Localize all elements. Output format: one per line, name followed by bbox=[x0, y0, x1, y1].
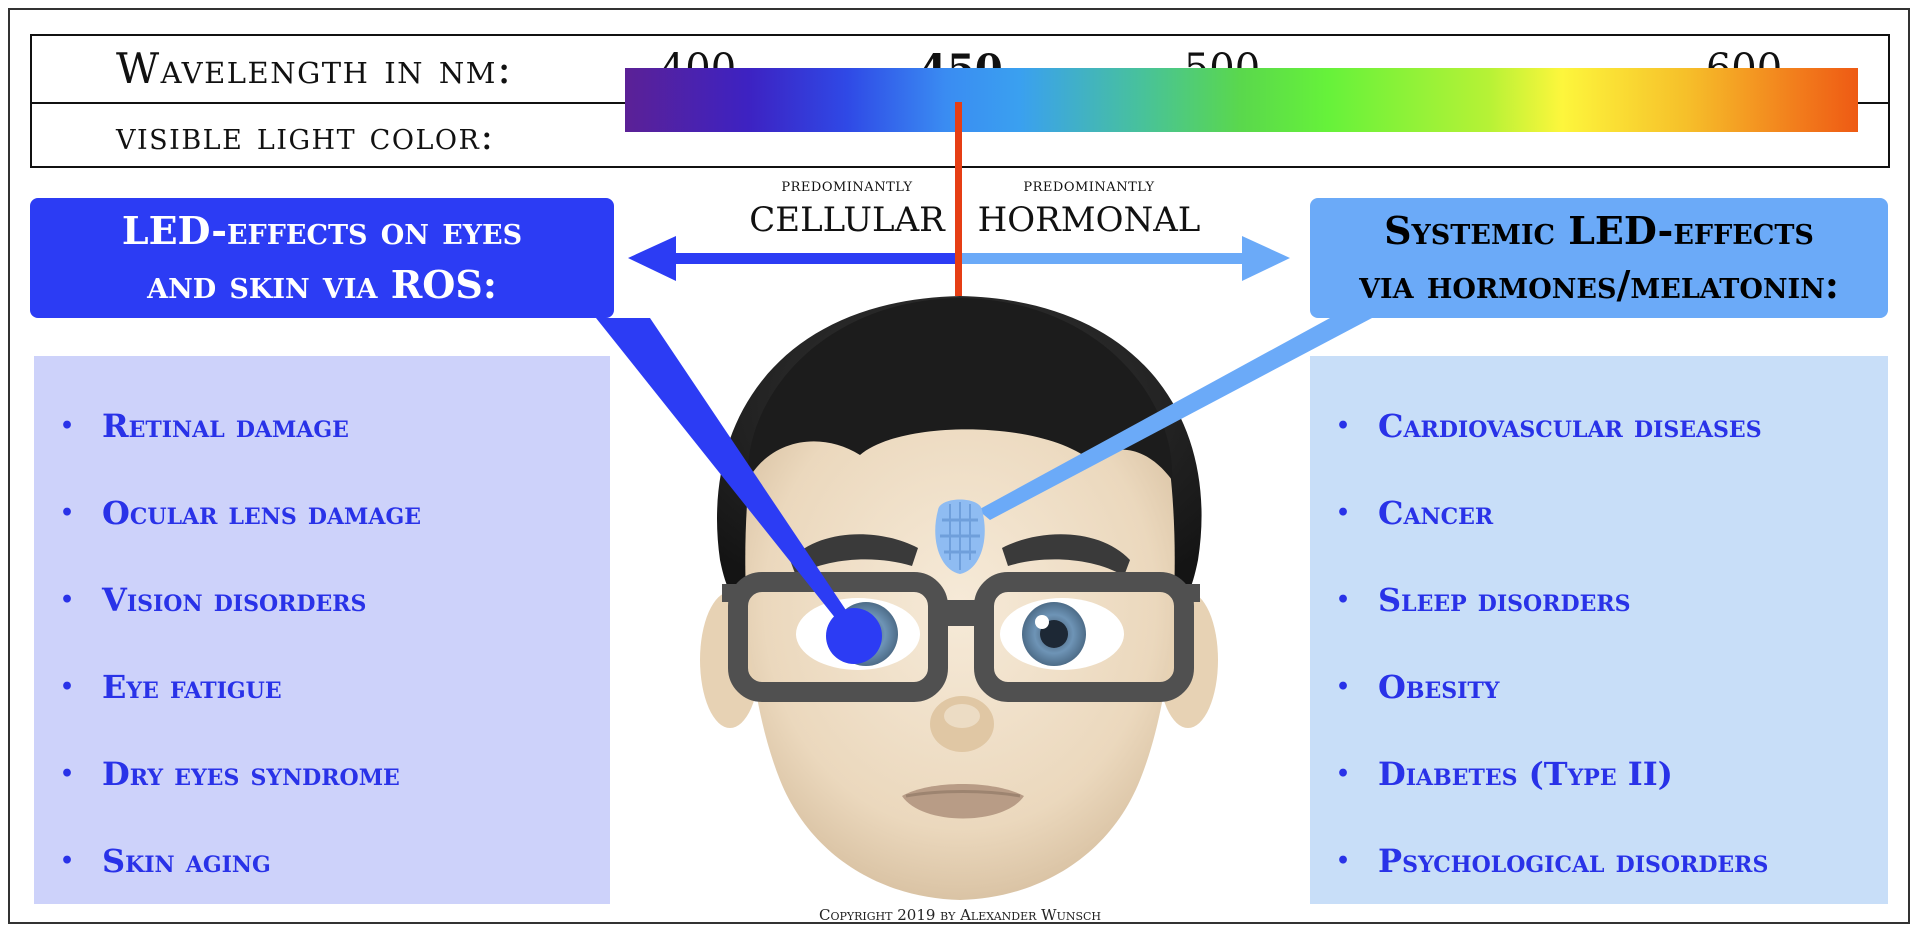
wavelength-label: Wavelength in nm: bbox=[116, 44, 513, 93]
bullet-icon: • bbox=[1336, 499, 1351, 526]
systemic-callout-beam bbox=[978, 318, 1372, 520]
person-face-icon bbox=[700, 296, 1218, 900]
eye-spot-icon bbox=[826, 608, 882, 664]
pineal-gland-icon bbox=[935, 499, 985, 574]
bullet-icon: • bbox=[1336, 412, 1351, 439]
bullet-icon: • bbox=[60, 847, 75, 874]
systemic-header-line1: Systemic LED-effects bbox=[1384, 208, 1814, 253]
bullet-icon: • bbox=[60, 412, 75, 439]
bullet-icon: • bbox=[60, 673, 75, 700]
list-item: •Ocular lens damage bbox=[60, 493, 422, 532]
list-item: •Cardiovascular diseases bbox=[1336, 406, 1762, 445]
systemic-header-line2: via hormones/melatonin: bbox=[1359, 262, 1839, 307]
cellular-qualifier: predominantly bbox=[781, 175, 913, 196]
bullet-icon: • bbox=[60, 760, 75, 787]
diagram-frame bbox=[8, 8, 1910, 924]
list-item: •Eye fatigue bbox=[60, 667, 282, 706]
cellular-effects-list: •Retinal damage •Ocular lens damage •Vis… bbox=[34, 356, 610, 904]
bullet-icon: • bbox=[1336, 673, 1351, 700]
list-item: •Cancer bbox=[1336, 493, 1494, 532]
list-item: •Psychological disorders bbox=[1336, 841, 1769, 880]
cellular-effects-header: LED-effects on eyes and skin via ROS: bbox=[30, 198, 614, 318]
right-pupil bbox=[1040, 620, 1068, 648]
list-item: •Dry eyes syndrome bbox=[60, 754, 400, 793]
list-item: •Retinal damage bbox=[60, 406, 349, 445]
cellular-callout-beam bbox=[596, 318, 862, 634]
cellular-arrow bbox=[628, 236, 958, 281]
glasses-icon bbox=[722, 572, 1200, 702]
cellular-label: CELLULAR bbox=[749, 200, 945, 240]
hormonal-label: HORMONAL bbox=[977, 200, 1201, 240]
list-item: •Vision disorders bbox=[60, 580, 367, 619]
bullet-icon: • bbox=[1336, 847, 1351, 874]
bullet-icon: • bbox=[1336, 586, 1351, 613]
list-item: •Diabetes (Type II) bbox=[1336, 754, 1673, 793]
right-eye-highlight bbox=[1035, 615, 1049, 629]
cellular-header-line2: and skin via ROS: bbox=[147, 262, 497, 307]
cellular-header-line1: LED-effects on eyes bbox=[121, 208, 523, 253]
list-item: •Obesity bbox=[1336, 667, 1500, 706]
visible-spectrum-bar bbox=[625, 68, 1858, 132]
color-label: visible light color: bbox=[116, 114, 495, 158]
copyright-notice: Copyright 2019 by Alexander Wunsch bbox=[818, 906, 1102, 924]
list-item: •Sleep disorders bbox=[1336, 580, 1631, 619]
bullet-icon: • bbox=[60, 586, 75, 613]
bullet-icon: • bbox=[1336, 760, 1351, 787]
list-item: •Skin aging bbox=[60, 841, 271, 880]
systemic-effects-header: Systemic LED-effects via hormones/melato… bbox=[1310, 198, 1888, 318]
hormonal-arrow bbox=[962, 236, 1290, 281]
left-eyebrow bbox=[790, 534, 918, 576]
face bbox=[745, 410, 1175, 900]
systemic-effects-list: •Cardiovascular diseases •Cancer •Sleep … bbox=[1310, 356, 1888, 904]
hair-fringe bbox=[747, 298, 1173, 480]
hormonal-qualifier: predominantly bbox=[1023, 175, 1155, 196]
bullet-icon: • bbox=[60, 499, 75, 526]
450nm-marker-line bbox=[955, 102, 962, 296]
right-eyebrow bbox=[1002, 534, 1130, 576]
